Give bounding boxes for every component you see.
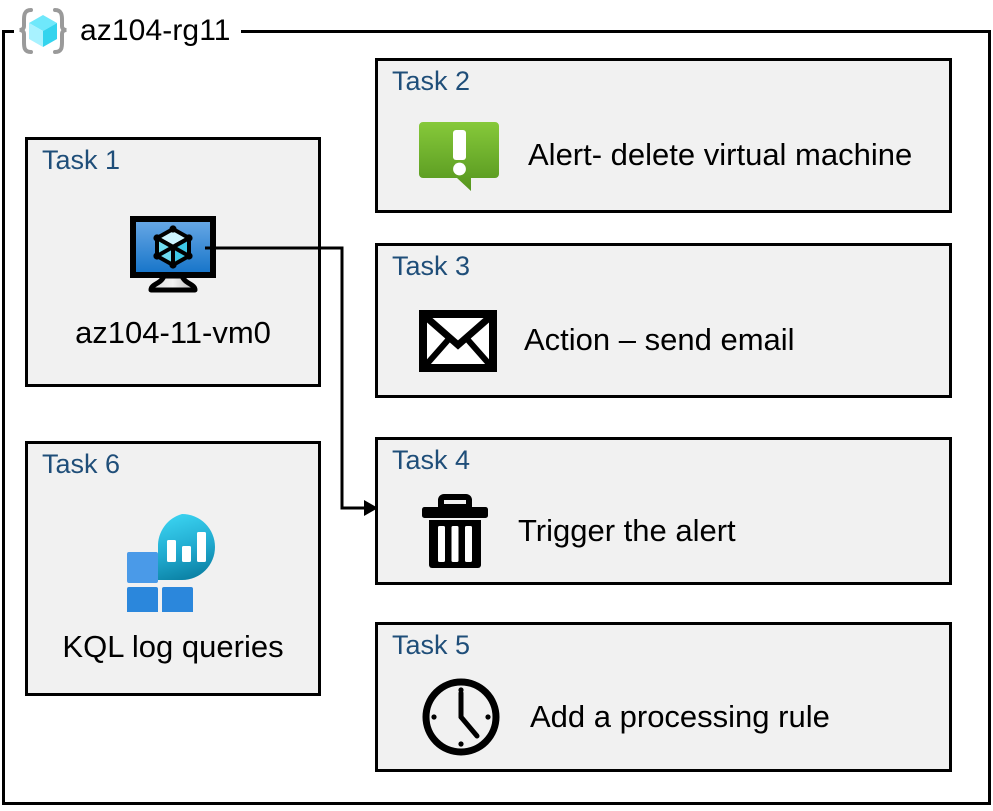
task-5-label: Add a processing rule [530,698,830,734]
clock-icon [418,674,504,760]
task-card-1[interactable]: Task 1 [25,137,321,387]
task-5-title: Task 5 [392,630,471,660]
resource-group-frame [2,30,991,805]
task-card-2[interactable]: Task 2 Alert- delete virtual machine [375,58,952,213]
task-4-title: Task 4 [392,445,471,475]
task-4-label: Trigger the alert [518,512,736,548]
resource-group-name: az104-rg11 [80,14,231,47]
task-6-label: KQL log queries [62,629,284,665]
task-2-body: Alert- delete virtual machine [418,107,939,204]
task-card-4[interactable]: Task 4 Trigger the [375,437,952,585]
task-card-6[interactable]: Task 6 [25,441,321,696]
trash-can-icon [418,491,492,571]
task-card-5[interactable]: Task 5 Add a processing rule [375,622,952,772]
task-5-body: Add a processing rule [418,671,939,763]
resource-group-header: az104-rg11 [14,4,231,58]
task-3-title: Task 3 [392,251,471,281]
task-1-title: Task 1 [42,145,121,175]
task-6-body: KQL log queries [28,492,318,685]
task-card-3[interactable]: Task 3 Action – send email [375,243,952,398]
envelope-icon [418,306,498,376]
task-2-title: Task 2 [392,66,471,96]
task-4-body: Trigger the alert [418,486,939,576]
alert-bubble-icon [418,117,502,195]
virtual-machine-icon [127,214,219,298]
task-1-body: az104-11-vm0 [28,188,318,376]
task-3-body: Action – send email [418,292,939,389]
log-analytics-icon [121,512,225,613]
task-1-label: az104-11-vm0 [75,314,271,350]
task-3-label: Action – send email [524,322,795,358]
task-2-label: Alert- delete virtual machine [528,137,913,173]
task-6-title: Task 6 [42,449,121,479]
azure-resource-group-icon [14,6,72,56]
